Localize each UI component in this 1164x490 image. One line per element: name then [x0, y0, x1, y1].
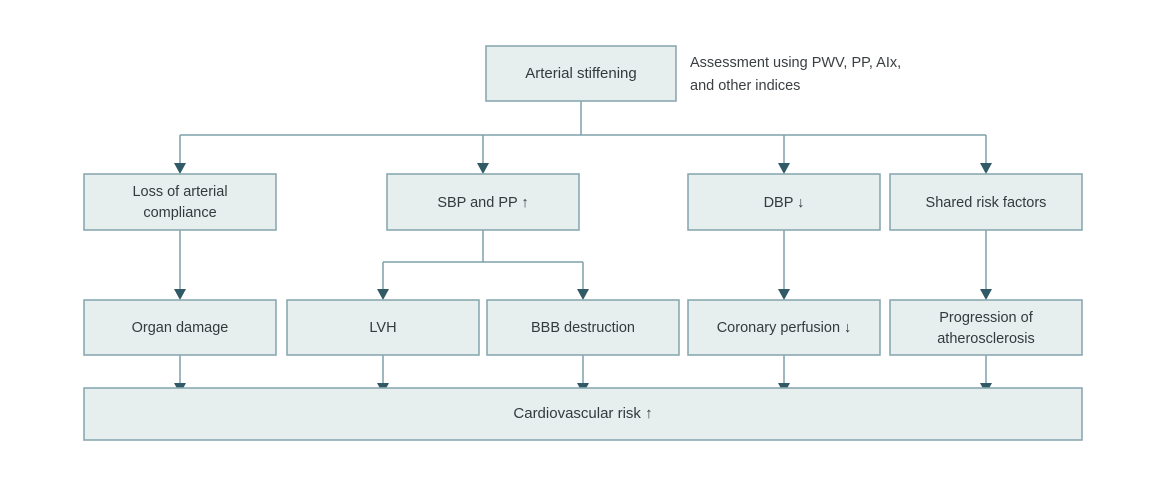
node-label-bbb-destruction: BBB destruction — [531, 320, 635, 336]
node-label-progression-of-atherosclerosis-line2: atherosclerosis — [937, 331, 1035, 347]
arrow-head-dbp-down — [778, 163, 790, 174]
node-box-progression-of-atherosclerosis[interactable] — [889, 299, 1083, 356]
node-loss-of-arterial-compliance[interactable]: Loss of arterial compliance — [83, 173, 277, 231]
node-box-loss-of-arterial-compliance[interactable] — [83, 173, 277, 231]
node-label-progression-of-atherosclerosis-line1: Progression of — [939, 310, 1033, 326]
node-label-dbp-down: DBP ↓ — [764, 195, 805, 211]
node-label-sbp-and-pp-up: SBP and PP ↑ — [437, 195, 528, 211]
node-label-coronary-perfusion-down: Coronary perfusion ↓ — [717, 320, 852, 336]
node-label-loss-of-arterial-compliance-line1: Loss of arterial — [132, 184, 227, 200]
node-bbb-destruction[interactable]: BBB destruction — [486, 299, 680, 356]
edges-layer — [174, 101, 992, 394]
node-box-arterial-stiffening[interactable] — [485, 45, 677, 102]
node-cardiovascular-risk-up[interactable]: Cardiovascular risk ↑ — [83, 387, 1083, 441]
node-dbp-down[interactable]: DBP ↓ — [687, 173, 881, 231]
node-label-shared-risk-factors: Shared risk factors — [926, 195, 1047, 211]
node-organ-damage[interactable]: Organ damage — [83, 299, 277, 356]
node-box-coronary-perfusion-down[interactable] — [687, 299, 881, 356]
node-label-loss-of-arterial-compliance-line2: compliance — [143, 205, 216, 221]
node-lvh[interactable]: LVH — [286, 299, 480, 356]
node-box-lvh[interactable] — [286, 299, 480, 356]
node-box-cardiovascular-risk-up[interactable] — [83, 387, 1083, 441]
arrow-head-organ-damage — [174, 289, 186, 300]
arrow-head-loss-of-arterial-compliance — [174, 163, 186, 174]
node-box-dbp-down[interactable] — [687, 173, 881, 231]
node-label-cardiovascular-risk-up: Cardiovascular risk ↑ — [513, 405, 652, 422]
annotation-assessment-indices: Assessment using PWV, PP, AIx, and other… — [690, 55, 901, 94]
node-label-arterial-stiffening: Arterial stiffening — [525, 65, 636, 82]
node-coronary-perfusion-down[interactable]: Coronary perfusion ↓ — [687, 299, 881, 356]
arrow-head-sbp-and-pp-up — [477, 163, 489, 174]
node-arterial-stiffening[interactable]: Arterial stiffening — [485, 45, 677, 102]
arrow-head-coronary-perfusion — [778, 289, 790, 300]
node-box-organ-damage[interactable] — [83, 299, 277, 356]
node-progression-of-atherosclerosis[interactable]: Progression of atherosclerosis — [889, 299, 1083, 356]
node-shared-risk-factors[interactable]: Shared risk factors — [889, 173, 1083, 231]
arrow-head-lvh — [377, 289, 389, 300]
annotation-line-2: and other indices — [690, 78, 800, 94]
node-box-shared-risk-factors[interactable] — [889, 173, 1083, 231]
arrow-head-shared-risk-factors — [980, 163, 992, 174]
node-box-sbp-and-pp-up[interactable] — [386, 173, 580, 231]
node-box-bbb-destruction[interactable] — [486, 299, 680, 356]
node-label-organ-damage: Organ damage — [132, 320, 229, 336]
arrow-head-bbb-destruction — [577, 289, 589, 300]
node-sbp-and-pp-up[interactable]: SBP and PP ↑ — [386, 173, 580, 231]
annotation-line-1: Assessment using PWV, PP, AIx, — [690, 55, 901, 71]
node-label-lvh: LVH — [369, 320, 396, 336]
arrow-head-progression-of-atherosclerosis — [980, 289, 992, 300]
